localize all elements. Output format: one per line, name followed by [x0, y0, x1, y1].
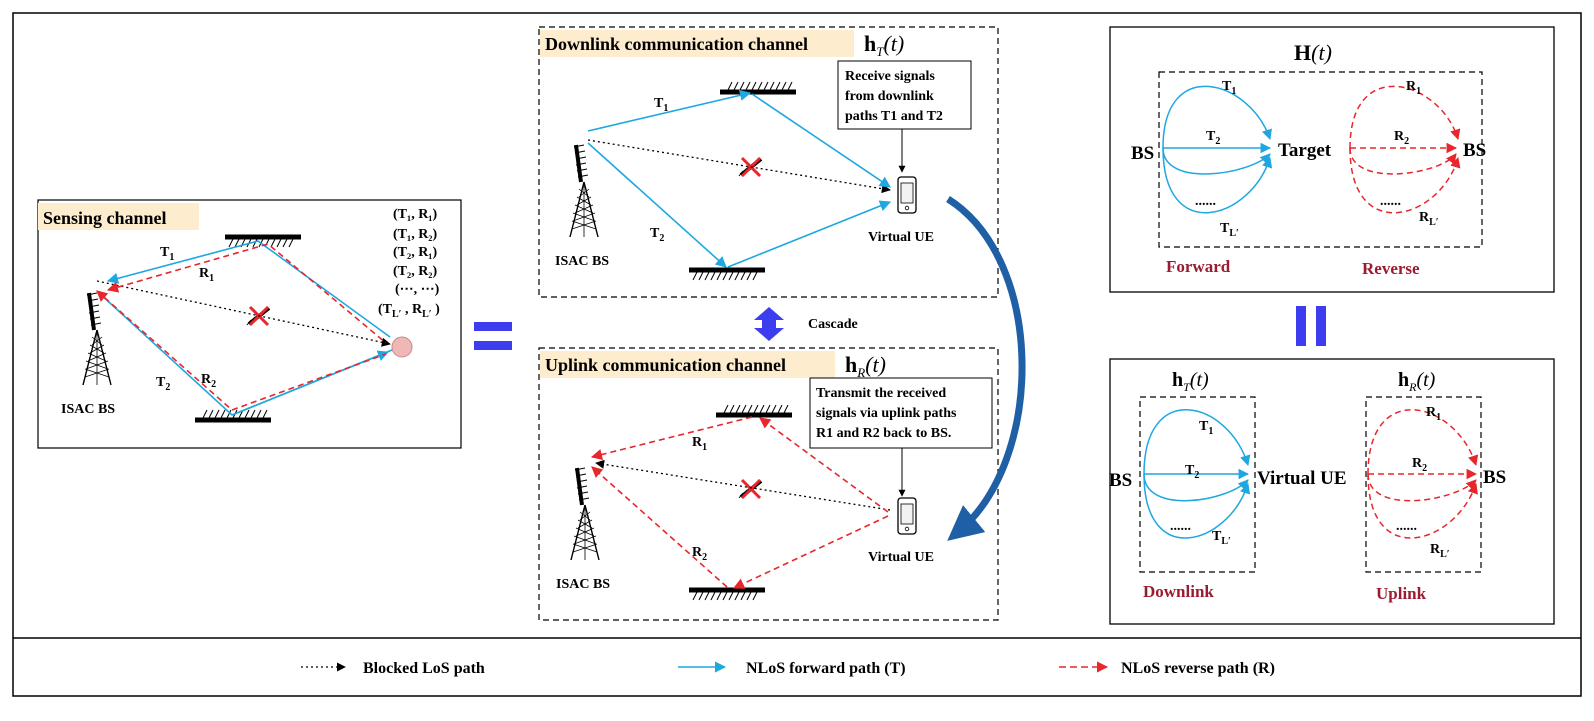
forward-dots: ......	[1195, 194, 1216, 209]
uplink-blocker-icon	[737, 478, 763, 500]
pair-2: (T₂, R₁)	[393, 245, 438, 260]
sensing-title-bg	[38, 203, 199, 230]
downlink-caption: Downlink	[1143, 582, 1214, 601]
downlink-reflector-bottom-icon	[689, 270, 765, 280]
loop-back-arrow	[946, 196, 1026, 541]
link-bs-right: BS	[1483, 467, 1506, 488]
downlink-blocker-icon	[737, 156, 763, 178]
forward-target: Target	[1278, 140, 1332, 161]
forward-t1-label: T1	[1222, 79, 1236, 97]
reverse-r2-label: R2	[1394, 129, 1409, 147]
downlink-bs-tower-icon	[568, 143, 600, 239]
pair-0: (T₁, R₁)	[393, 207, 438, 222]
legend-blocked: Blocked LoS path	[363, 660, 485, 677]
equivalence-sign	[1296, 306, 1326, 346]
sensing-channel-panel: Sensing channel ISAC BS T1 R1 T2 R2 (T₁,…	[37, 199, 462, 449]
legend-forward: NLoS forward path (T)	[746, 660, 906, 677]
downlink-uplink-panel: hT(t) hR(t) BS Virtual UE BS T1 T2 .....…	[1109, 358, 1555, 625]
uplink-bs-tower-icon	[569, 466, 601, 562]
uplink-callout-line-1: signals via uplink paths	[816, 406, 957, 421]
sensing-title: Sensing channel	[43, 208, 167, 228]
uplink-callout-line-0: Transmit the received	[816, 386, 946, 401]
sensing-target-icon	[391, 336, 413, 358]
forward-reverse-panel: H(t) BS Target BS T1 T2 ...... TL′ R1 R2…	[1109, 26, 1555, 293]
uplink-symbol: hR(t)	[845, 352, 886, 380]
link-r1-label: R1	[1426, 405, 1441, 423]
link-r2-label: R2	[1412, 456, 1427, 474]
uplink-title: Uplink communication channel	[545, 355, 786, 375]
forward-tl-label: TL′	[1220, 221, 1239, 239]
legend-reverse: NLoS reverse path (R)	[1121, 660, 1275, 677]
uplink-bs-label: ISAC BS	[556, 577, 610, 592]
hR-title: hR(t)	[1398, 369, 1436, 394]
sensing-t2-label: T2	[156, 375, 170, 393]
downlink-callout-line-1: from downlink	[845, 89, 934, 104]
outer-frame	[12, 12, 1582, 697]
sensing-blocker-icon	[245, 305, 271, 327]
forward-t2-label: T2	[1206, 129, 1220, 147]
sensing-bs-tower-icon	[81, 291, 113, 387]
reverse-rl-label: RL′	[1419, 210, 1439, 228]
downlink-bs-label: ISAC BS	[555, 254, 609, 269]
uplink-phone-icon	[897, 497, 917, 535]
link-t1-label: T1	[1199, 419, 1213, 437]
sensing-path-pairs: (T₁, R₁) (T₁, R₂) (T₂, R₁) (T₂, R₂) (⋯, …	[378, 207, 440, 320]
forward-caption: Forward	[1166, 257, 1231, 276]
reverse-dots: ......	[1380, 194, 1401, 209]
cascade-indicator: Cascade	[754, 307, 858, 341]
downlink-callout-line-2: paths T1 and T2	[845, 109, 943, 124]
downlink-panel: Downlink communication channel hT(t) Rec…	[538, 26, 999, 298]
link-bs-left: BS	[1109, 470, 1132, 491]
forward-bs-right: BS	[1463, 140, 1486, 161]
pair-4: (⋯, ⋯)	[395, 282, 440, 297]
link-tl-label: TL′	[1212, 529, 1231, 547]
downlink-phone-icon	[897, 176, 917, 214]
pair-1: (T₁, R₂)	[393, 227, 438, 242]
downlink-callout-line-0: Receive signals	[845, 69, 935, 84]
pair-5: (TL′ , RL′ )	[378, 302, 440, 320]
uplink-panel: Uplink communication channel hR(t) Trans…	[538, 347, 999, 621]
downlink-symbol: hT(t)	[864, 31, 904, 59]
uplink-ue-label: Virtual UE	[868, 550, 934, 565]
uplink-r2-label: R2	[692, 545, 707, 563]
link-rl-label: RL′	[1430, 542, 1450, 560]
uplink-reflector-top-icon	[716, 405, 792, 415]
H-title: H(t)	[1294, 40, 1332, 65]
sensing-r1-label: R1	[199, 266, 214, 284]
reverse-r1-label: R1	[1406, 79, 1421, 97]
sensing-t1-label: T1	[160, 245, 174, 263]
equals-sign	[474, 322, 512, 350]
pair-3: (T₂, R₂)	[393, 264, 438, 279]
hT-title: hT(t)	[1172, 369, 1209, 394]
uplink-callout-line-2: R1 and R2 back to BS.	[816, 426, 951, 441]
uplink-reflector-bottom-icon	[689, 590, 765, 600]
downlink-t1-label: T1	[654, 96, 668, 114]
downlink-t2-label: T2	[650, 226, 664, 244]
link-dots-down: ......	[1170, 519, 1191, 534]
downlink-reflector-top-icon	[720, 82, 796, 92]
uplink-r1-label: R1	[692, 435, 707, 453]
sensing-bs-label: ISAC BS	[61, 402, 115, 417]
uplink-caption: Uplink	[1376, 584, 1427, 603]
legend: Blocked LoS path NLoS forward path (T) N…	[301, 660, 1275, 677]
cascade-label: Cascade	[808, 317, 858, 332]
link-t2-label: T2	[1185, 463, 1199, 481]
link-dots-up: ......	[1396, 519, 1417, 534]
downlink-title: Downlink communication channel	[545, 34, 808, 54]
reverse-caption: Reverse	[1362, 259, 1420, 278]
forward-bs-left: BS	[1131, 143, 1154, 164]
link-virtual-ue: Virtual UE	[1257, 468, 1347, 489]
sensing-r2-label: R2	[201, 372, 216, 390]
downlink-ue-label: Virtual UE	[868, 230, 934, 245]
